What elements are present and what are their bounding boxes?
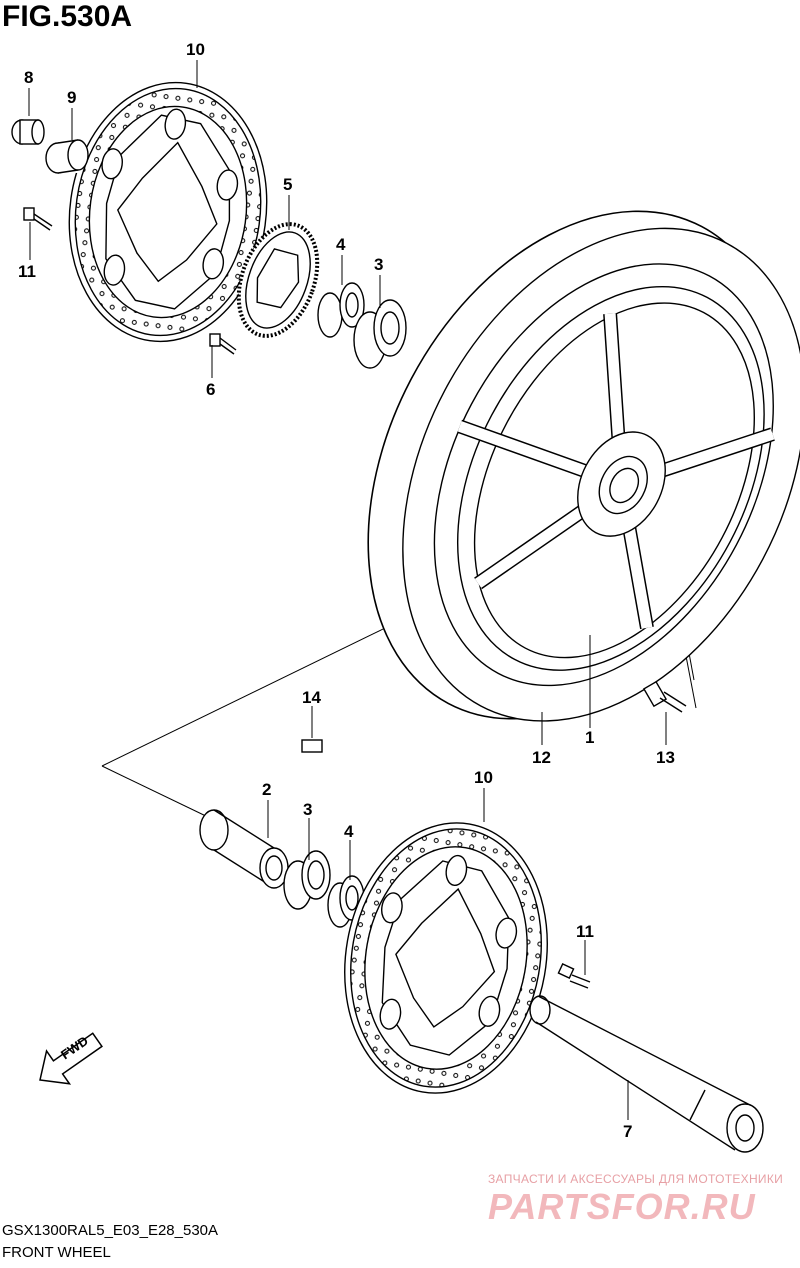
callout-label: 12 bbox=[532, 748, 551, 767]
cap-part-9 bbox=[45, 139, 89, 174]
bolt-part-11-upper bbox=[23, 207, 53, 231]
axle-part-7 bbox=[529, 995, 764, 1153]
figure-name: FRONT WHEEL bbox=[2, 1244, 111, 1261]
sensor-ring-part-5 bbox=[236, 222, 320, 338]
bolt-part-11-lower bbox=[557, 963, 591, 989]
figure-model-code: GSX1300RAL5_E03_E28_530A bbox=[2, 1222, 219, 1239]
spacer-part-4-lower bbox=[327, 875, 365, 928]
brake-disc-lower bbox=[344, 822, 548, 1094]
callout-label: 3 bbox=[374, 255, 384, 274]
callout-label: 4 bbox=[336, 235, 346, 254]
callout-label: 11 bbox=[576, 922, 594, 941]
callout-label: 5 bbox=[283, 175, 293, 194]
leader-lines bbox=[28, 60, 667, 1120]
watermark-logo: PARTSFOR.RU bbox=[488, 1186, 756, 1227]
collar-part-2 bbox=[199, 809, 289, 889]
watermark-tagline: ЗАПЧАСТИ И АКСЕССУАРЫ ДЛЯ МОТОТЕХНИКИ bbox=[488, 1172, 784, 1186]
figure-title: FIG.530A bbox=[2, 0, 133, 33]
spacer-part-4-upper bbox=[317, 282, 365, 338]
plug-part-8 bbox=[11, 119, 45, 145]
callout-label: 1 bbox=[585, 728, 595, 747]
callout-label: 11 bbox=[18, 262, 36, 281]
screw-part-6 bbox=[209, 333, 237, 355]
callout-label: 4 bbox=[344, 822, 354, 841]
bearing-part-3-lower bbox=[283, 850, 331, 910]
bearing-part-3-upper bbox=[353, 299, 407, 369]
callout-label: 7 bbox=[623, 1122, 633, 1141]
callout-label: 10 bbox=[186, 40, 205, 59]
callout-label: 10 bbox=[474, 768, 493, 787]
callout-label: 9 bbox=[67, 88, 77, 107]
brake-disc-upper bbox=[68, 81, 268, 343]
callout-label: 14 bbox=[302, 688, 321, 707]
callout-label: 2 bbox=[262, 780, 272, 799]
fwd-arrow-icon bbox=[39, 1032, 103, 1085]
valve-part-13 bbox=[642, 680, 687, 713]
balance-weight-part-14 bbox=[301, 739, 323, 753]
front-wheel-assembly bbox=[367, 210, 800, 722]
callout-label: 8 bbox=[24, 68, 34, 87]
callout-label: 13 bbox=[656, 748, 675, 767]
callout-label: 3 bbox=[303, 800, 313, 819]
callout-label: 6 bbox=[206, 380, 216, 399]
